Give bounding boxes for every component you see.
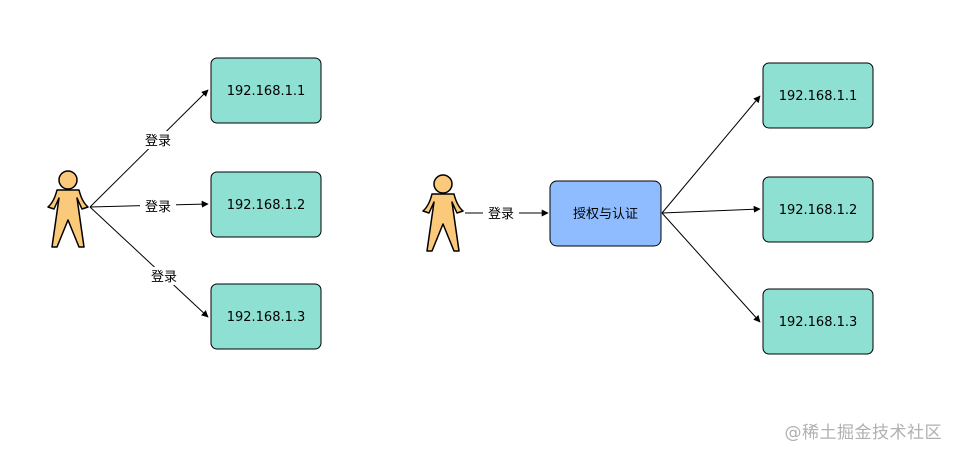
server-node-2: 192.168.1.2 [762,176,874,243]
server-label: 192.168.1.1 [227,84,306,99]
person-icon [47,170,89,248]
server-node-1: 192.168.1.1 [210,57,322,124]
server-node-1: 192.168.1.1 [762,62,874,129]
server-node-3: 192.168.1.3 [762,288,874,355]
server-node-2: 192.168.1.2 [210,171,322,238]
server-node-3: 192.168.1.3 [210,283,322,350]
edge-label-2: 登录 [145,200,171,215]
left-diagram: 登录 登录 登录 192.168.1.1 192.168.1.2 192.168… [47,57,322,350]
server-label: 192.168.1.2 [227,198,306,213]
edge-label-3: 登录 [151,270,177,285]
auth-node: 授权与认证 [549,180,662,247]
right-diagram: 登录 授权与认证 192.168.1.1 192.168.1.2 192.168… [422,62,874,355]
server-label: 192.168.1.3 [779,315,858,330]
person-icon [422,174,464,252]
server-label: 192.168.1.2 [779,203,858,218]
edge-label-login: 登录 [488,207,514,222]
edge-auth-2 [661,205,761,214]
server-label: 192.168.1.1 [779,89,858,104]
server-label: 192.168.1.3 [227,310,306,325]
edge-auth-1 [661,95,761,214]
auth-label: 授权与认证 [573,206,638,222]
watermark: @稀土掘金技术社区 [784,423,942,443]
edge-label-1: 登录 [145,134,171,149]
edge-auth-3 [661,212,761,323]
edge-login-3 [89,206,209,318]
